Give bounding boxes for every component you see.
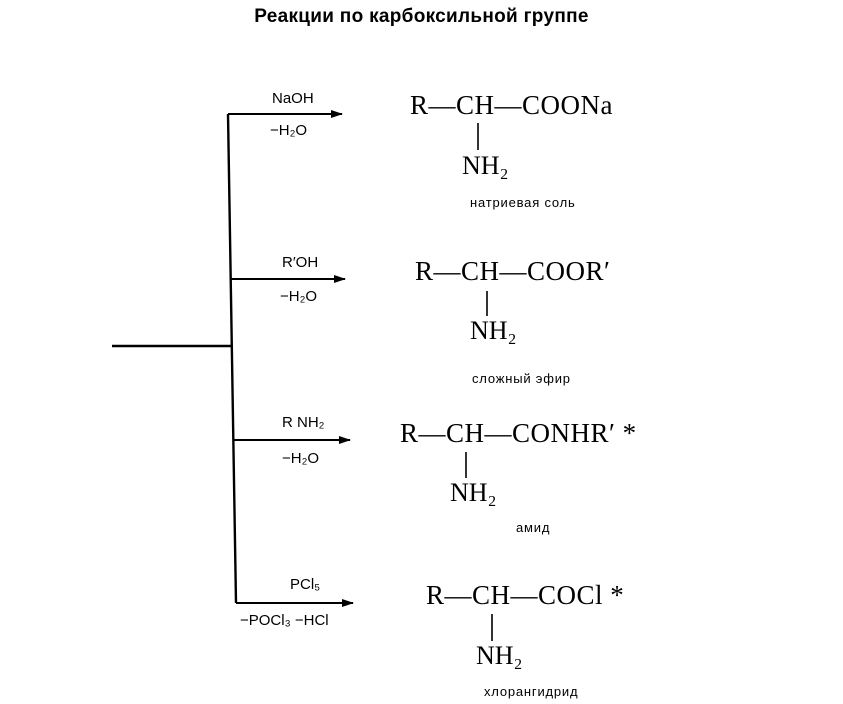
reagent-rnh2: R NH₂ bbox=[282, 414, 325, 431]
condition-rnh2: −H₂O bbox=[282, 450, 320, 467]
product-ester-amino: NH₂ bbox=[470, 316, 517, 345]
caption-amide: амид bbox=[516, 520, 551, 535]
product-sodium-salt: R—CH—COONa bbox=[410, 90, 614, 120]
reagent-naoh: NaOH bbox=[272, 90, 314, 107]
trunk-line bbox=[226, 113, 238, 604]
reagent-pcl5: PCl₅ bbox=[290, 576, 321, 593]
product-amide: R—CH—CONHR′ * bbox=[400, 418, 637, 448]
caption-sodium-salt: натриевая соль bbox=[470, 195, 576, 210]
caption-acyl-chloride: хлорангидрид bbox=[484, 684, 579, 699]
condition-naoh: −H₂O bbox=[270, 122, 308, 139]
product-amide-amino: NH₂ bbox=[450, 478, 497, 507]
product-acyl-chloride: R—CH—COCl * bbox=[426, 580, 625, 610]
diagram-title: Реакции по карбоксильной группе bbox=[254, 6, 589, 27]
caption-ester: сложный эфир bbox=[472, 371, 571, 386]
reagent-roh: R′OH bbox=[282, 254, 319, 271]
product-acyl-chloride-amino: NH₂ bbox=[476, 641, 523, 670]
condition-pcl5: −POCl₃ −HCl bbox=[240, 612, 329, 629]
condition-roh: −H₂O bbox=[280, 288, 318, 305]
product-sodium-salt-amino: NH₂ bbox=[462, 151, 509, 180]
product-ester: R—CH—COOR′ bbox=[415, 256, 611, 286]
